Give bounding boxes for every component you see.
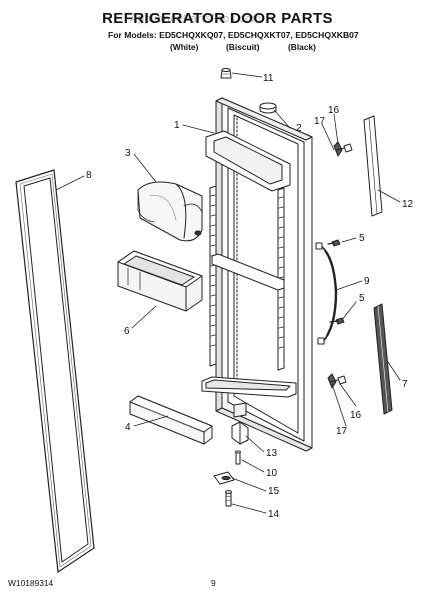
variant-white: (White) [170,42,199,52]
callout-15: 15 [268,486,280,497]
watermark: AppliancePartsPros.com [130,13,262,25]
page-number: 9 [211,578,216,588]
callout-5-top: 5 [359,233,365,244]
door-handle [315,242,338,345]
callout-11: 11 [263,73,274,84]
callout-4: 4 [125,422,131,433]
door-gasket [15,169,95,573]
callout-17-bottom: 17 [336,426,348,437]
callout-1: 1 [174,120,180,131]
hinge-washer [213,471,235,485]
callout-6: 6 [124,326,130,337]
variant-black: (Black) [288,42,316,52]
callout-5-bottom: 5 [359,293,365,304]
callout-10: 10 [266,468,278,479]
trim-strip-top [363,115,383,217]
document-number: W10189314 [8,578,54,588]
top-plug [220,68,232,79]
callout-12: 12 [402,199,414,210]
callout-3: 3 [125,148,131,159]
model-list: For Models: ED5CHQXKQ07, ED5CHQXKT07, ED… [108,30,359,40]
handle-screw-top [327,239,341,247]
callout-8: 8 [86,170,92,181]
variant-biscuit: (Biscuit) [226,42,260,52]
dairy-bin [137,181,203,242]
callout-17-top: 17 [314,116,326,127]
door-shelf [129,395,213,445]
leader-lines [55,72,401,514]
clip-bottom-pair [327,373,347,389]
callout-13: 13 [266,448,278,459]
callout-16-top: 16 [328,105,340,116]
page-title: REFRIGERATOR DOOR PARTS [102,10,333,27]
door-bin [117,250,203,312]
door-assembly [201,97,313,452]
callout-7: 7 [402,379,408,390]
clip-top-pair [333,141,353,157]
hinge-pin [235,450,241,465]
trim-strip-bottom [373,303,393,415]
callout-14: 14 [268,509,280,520]
lower-hinge [231,421,249,445]
hinge-screw [225,490,232,507]
callout-2: 2 [296,123,302,134]
callout-16-bottom: 16 [350,410,362,421]
callout-9: 9 [364,276,370,287]
